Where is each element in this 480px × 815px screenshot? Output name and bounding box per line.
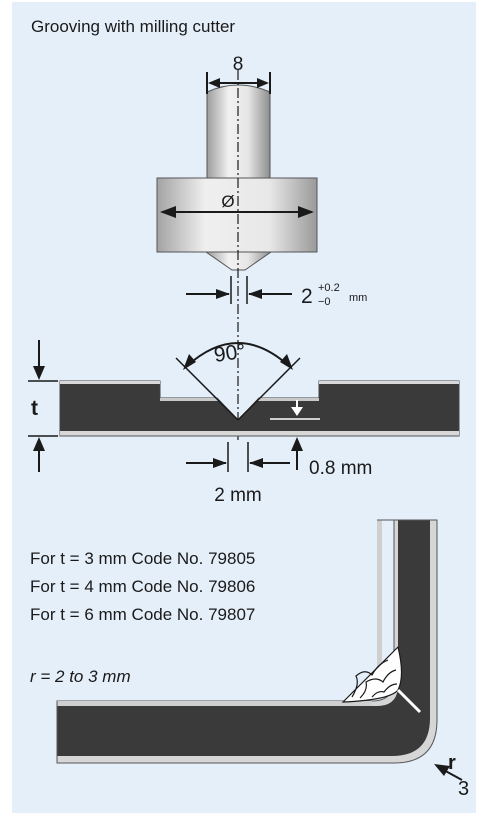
code-list: For t = 3 mm Code No. 79805 For t = 4 mm… <box>30 549 255 624</box>
residual-thickness-dimension: 0.8 mm <box>270 400 372 479</box>
radius-range-label: r = 2 to 3 mm <box>30 667 131 686</box>
tip-unit: mm <box>349 292 367 304</box>
tip-tolerance-minus: −0 <box>318 296 331 308</box>
thickness-dimension: t <box>28 340 58 472</box>
tip-width-value: 2 <box>301 285 313 308</box>
bottom-width-label: 2 mm <box>214 485 262 506</box>
thickness-label: t <box>31 397 38 420</box>
code-line: For t = 6 mm Code No. 79807 <box>30 605 255 624</box>
tip-tolerance-plus: +0.2 <box>318 282 340 294</box>
milling-cutter <box>156 84 318 271</box>
diameter-symbol: Ø <box>221 192 234 211</box>
tip-width-dimension: 2 +0.2 −0 mm <box>186 276 367 308</box>
figure-number: 3 <box>458 778 469 800</box>
angle-label: 90° <box>212 340 247 367</box>
diameter-dimension: Ø <box>160 192 314 218</box>
diagram-title: Grooving with milling cutter <box>31 17 235 36</box>
bent-sheet <box>56 519 438 764</box>
code-line: For t = 4 mm Code No. 79806 <box>30 577 255 596</box>
bend-radius-indicator: r <box>434 752 463 781</box>
bottom-width-dimension: 2 mm <box>186 442 290 506</box>
code-line: For t = 3 mm Code No. 79805 <box>30 549 255 568</box>
grooved-sheet <box>59 380 460 437</box>
bend-radius-label: r <box>448 752 456 774</box>
shank-width-label: 8 <box>233 54 244 75</box>
residual-thickness-label: 0.8 mm <box>309 458 372 479</box>
groove-angle: 90° <box>175 340 301 421</box>
